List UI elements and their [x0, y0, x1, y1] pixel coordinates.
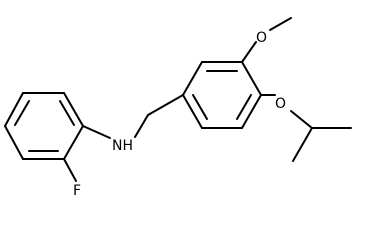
ring1-bond-top-left	[4, 92, 24, 127]
ring2-bond-lower-right	[241, 94, 262, 129]
isopropyl-methyl-bond-1	[292, 127, 313, 162]
carbon-fluorine-bond	[63, 158, 77, 182]
ring2-bond-upper-left	[182, 61, 203, 96]
nitrogen-methylene-bond	[134, 114, 149, 138]
chemical-structure-diagram: F NH O O	[4, 17, 352, 199]
ring1-bond-top-right	[63, 92, 84, 127]
ring1-bond-bottom-left	[4, 125, 24, 160]
ring2-bond-lower-left	[182, 94, 203, 129]
fluorophenyl-ring	[4, 92, 84, 160]
methoxy-oxygen-label: O	[256, 30, 267, 46]
ring2-double-lower-right	[236, 94, 252, 120]
dialkoxyphenyl-ring	[182, 61, 262, 129]
ring1-double-right	[59, 100, 75, 126]
ring1-bond-bottom-right	[63, 125, 84, 160]
methoxy-methyl-bond	[269, 17, 292, 31]
aryl-nitrogen-bond	[82, 125, 111, 139]
ring2-double-lower-left	[192, 94, 208, 120]
methylene-ring-bond	[147, 94, 184, 116]
amine-label: NH	[112, 138, 133, 154]
isopropoxy-oxygen-label: O	[275, 96, 286, 112]
fluorine-label: F	[73, 183, 81, 199]
ring-methoxy-oxygen-bond	[241, 41, 257, 63]
oxygen-isopropyl-bond	[290, 110, 313, 129]
ring1-double-upper-left	[14, 100, 30, 126]
ring2-bond-upper-right	[241, 61, 262, 96]
